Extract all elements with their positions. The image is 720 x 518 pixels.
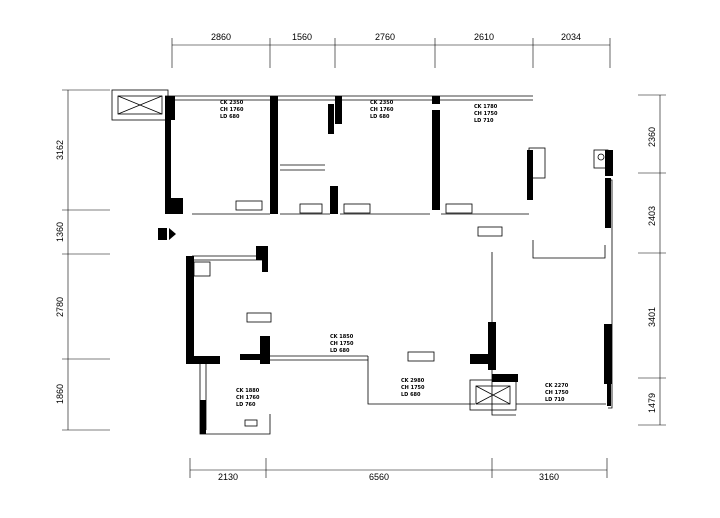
dim-top-5: 2034 — [561, 32, 581, 42]
room-6-ch: CH 1760 — [236, 395, 260, 401]
dim-top-4: 2610 — [474, 32, 494, 42]
dim-top-2: 1560 — [292, 32, 312, 42]
room-4-ld: LD 680 — [330, 348, 350, 354]
room-label-4: CK 1850 CH 1750 LD 680 — [330, 334, 354, 354]
dim-bottom-3: 3160 — [539, 472, 559, 482]
room-7-ld: LD 710 — [545, 397, 565, 403]
dim-right-1: 2360 — [647, 127, 657, 147]
room-label-6: CK 1880 CH 1760 LD 760 — [236, 388, 260, 408]
dim-bottom-1: 2130 — [218, 472, 238, 482]
dim-left-4: 1860 — [55, 384, 65, 404]
dim-left-3: 2780 — [55, 297, 65, 317]
dim-right-2: 2403 — [647, 206, 657, 226]
room-6-ld: LD 760 — [236, 402, 256, 408]
dim-top-1: 2860 — [211, 32, 231, 42]
room-2-ld: LD 680 — [370, 114, 390, 120]
room-3-ch: CH 1750 — [474, 111, 498, 117]
dim-right-4: 1479 — [647, 393, 657, 413]
room-3-ck: CK 1780 — [474, 104, 498, 110]
dim-left-1: 3162 — [55, 140, 65, 160]
room-1-ch: CH 1760 — [220, 107, 244, 113]
room-1-ld: LD 680 — [220, 114, 240, 120]
room-label-3: CK 1780 CH 1750 LD 710 — [474, 104, 498, 124]
left-dimension-chain: 3162 1360 2780 1860 — [55, 89, 110, 431]
dim-top-3: 2760 — [375, 32, 395, 42]
walls — [158, 96, 613, 434]
room-7-ck: CK 2270 — [545, 383, 569, 389]
bottom-dimension-chain: 2130 6560 3160 — [189, 458, 608, 482]
dim-right-3: 3401 — [647, 307, 657, 327]
dim-bottom-2: 6560 — [369, 472, 389, 482]
plan-outline — [111, 89, 613, 435]
dim-left-2: 1360 — [55, 222, 65, 242]
room-1-ck: CK 2350 — [220, 100, 244, 106]
room-4-ch: CH 1750 — [330, 341, 354, 347]
tag-boxes — [235, 200, 503, 362]
room-2-ch: CH 1760 — [370, 107, 394, 113]
room-5-ld: LD 680 — [401, 392, 421, 398]
room-2-ck: CK 2350 — [370, 100, 394, 106]
room-4-ck: CK 1850 — [330, 334, 354, 340]
right-dimension-chain: 2360 2403 3401 1479 — [638, 94, 666, 426]
room-label-5: CK 2980 CH 1750 LD 680 — [401, 378, 425, 398]
room-5-ch: CH 1750 — [401, 385, 425, 391]
room-6-ck: CK 1880 — [236, 388, 260, 394]
room-7-ch: CH 1750 — [545, 390, 569, 396]
top-dimension-chain: 2860 1560 2760 2610 2034 — [171, 32, 611, 68]
room-label-2: CK 2350 CH 1760 LD 680 — [370, 100, 394, 120]
room-label-1: CK 2350 CH 1760 LD 680 — [220, 100, 244, 120]
room-label-7: CK 2270 CH 1750 LD 710 — [545, 383, 569, 403]
room-5-ck: CK 2980 — [401, 378, 425, 384]
room-3-ld: LD 710 — [474, 118, 494, 124]
